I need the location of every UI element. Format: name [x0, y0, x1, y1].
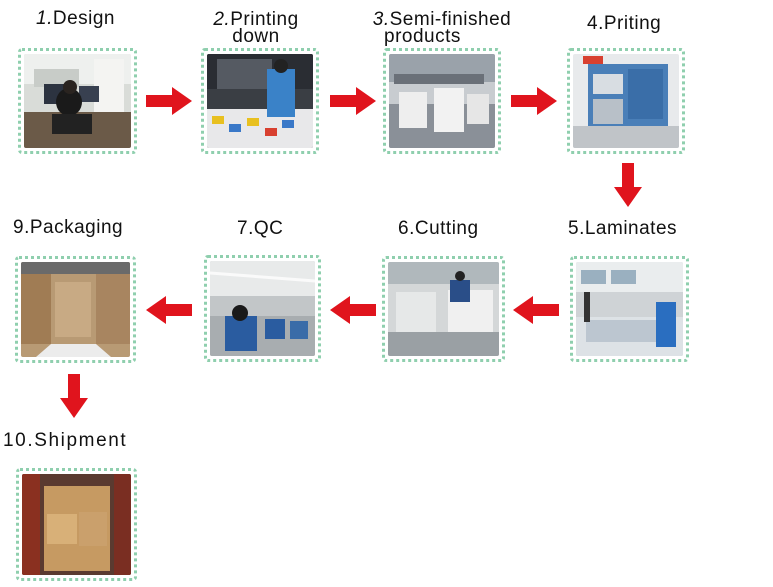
laminates-photo — [570, 256, 689, 362]
cutting-photo — [382, 256, 505, 362]
shipment-photo — [16, 468, 137, 581]
arrow-right-icon — [330, 87, 376, 115]
semi-finished-photo — [383, 48, 501, 154]
step-6-label: 6.Cutting — [398, 218, 479, 239]
step-7-label: 7.QC — [237, 218, 284, 239]
step-9-label: 9.Packaging — [13, 217, 124, 238]
arrow-right-icon — [146, 87, 192, 115]
printing-down-photo — [201, 48, 319, 154]
arrow-down-icon — [60, 374, 88, 418]
step-1-label: 1.Design — [36, 8, 116, 29]
step-10-label: 10.Shipment — [3, 430, 128, 451]
step-2-label: 2.Printing down — [213, 9, 299, 47]
packaging-photo — [15, 256, 136, 363]
step-3-label: 3.Semi-finished products — [372, 9, 512, 47]
step-4-label: 4.Priting — [587, 13, 662, 34]
printing-photo — [567, 48, 685, 154]
qc-photo — [204, 255, 321, 362]
step-5-label: 5.Laminates — [568, 218, 678, 239]
arrow-down-icon — [614, 163, 642, 207]
arrow-left-icon — [330, 296, 376, 324]
arrow-right-icon — [511, 87, 557, 115]
arrow-left-icon — [146, 296, 192, 324]
design-photo — [18, 48, 137, 154]
arrow-left-icon — [513, 296, 559, 324]
